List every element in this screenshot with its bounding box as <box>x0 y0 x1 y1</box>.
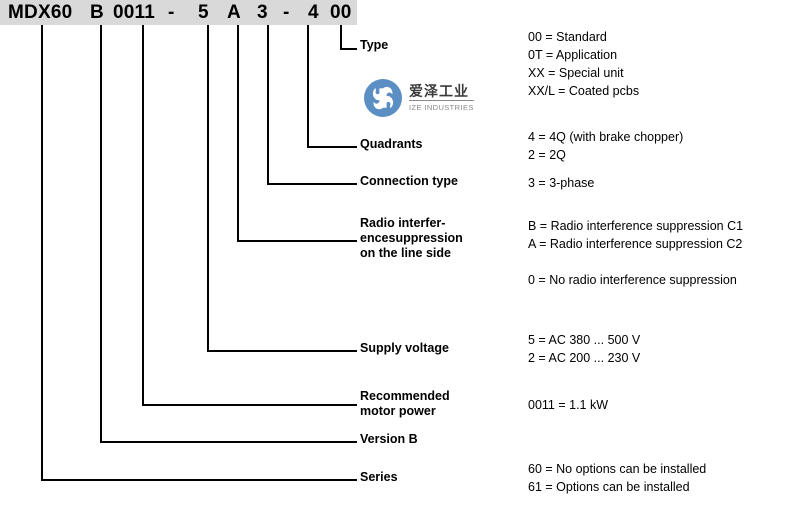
leader-line-horizontal <box>307 146 357 148</box>
code-token: A <box>227 2 241 23</box>
field-label-type: Type <box>360 38 389 52</box>
leader-line-horizontal <box>267 183 357 185</box>
field-values-connection-type: 3 = 3-phase <box>528 176 595 190</box>
field-label-radio-interference-suppression: Radio interfer- encesuppression on the l… <box>360 216 463 260</box>
field-label-quadrants: Quadrants <box>360 137 423 151</box>
leader-line-vertical <box>307 25 309 146</box>
leader-line-horizontal <box>100 441 357 443</box>
code-token: 5 <box>198 2 209 23</box>
code-token: 4 <box>308 2 319 23</box>
brand-name-en: IZE INDUSTRIES <box>409 103 474 113</box>
leader-line-horizontal <box>237 240 357 242</box>
field-values-radio-interference-suppression: B = Radio interference suppression C1 A … <box>528 219 744 287</box>
leader-line-horizontal <box>142 404 357 406</box>
code-token: MDX60 <box>8 2 73 23</box>
field-label-series: Series <box>360 470 398 484</box>
field-values-quadrants: 4 = 4Q (with brake chopper) 2 = 2Q <box>528 130 684 162</box>
field-label-connection-type: Connection type <box>360 174 458 188</box>
field-values-supply-voltage: 5 = AC 380 ... 500 V 2 = AC 200 ... 230 … <box>528 333 641 365</box>
leader-line-vertical <box>142 25 144 404</box>
leader-line-horizontal <box>340 48 357 50</box>
leader-line-vertical <box>340 25 342 48</box>
code-token: - <box>168 2 175 23</box>
code-token: 00 <box>330 2 352 23</box>
field-values-type: 00 = Standard 0T = Application XX = Spec… <box>528 30 640 98</box>
code-token: - <box>283 2 290 23</box>
field-label-supply-voltage: Supply voltage <box>360 341 449 355</box>
field-label-version-b: Version B <box>360 432 418 446</box>
code-token: 0011 <box>113 2 156 23</box>
leader-line-horizontal <box>207 350 357 352</box>
field-label-recommended-motor-power: Recommended motor power <box>360 389 450 418</box>
field-values-series: 60 = No options can be installed 61 = Op… <box>528 462 707 494</box>
leader-line-vertical <box>100 25 102 441</box>
ize-logo-icon <box>364 79 402 117</box>
leader-line-horizontal <box>41 479 357 481</box>
brand-name-cn: 爱泽工业 <box>409 84 474 102</box>
ize-industries-watermark: 爱泽工业 IZE INDUSTRIES <box>364 76 494 120</box>
leader-line-vertical <box>237 25 239 240</box>
leader-line-vertical <box>207 25 209 350</box>
code-token: B <box>90 2 104 23</box>
code-token: 3 <box>257 2 268 23</box>
leader-line-vertical <box>267 25 269 183</box>
ize-logo-text: 爱泽工业 IZE INDUSTRIES <box>409 84 474 112</box>
leader-line-vertical <box>41 25 43 479</box>
field-values-recommended-motor-power: 0011 = 1.1 kW <box>528 398 609 412</box>
